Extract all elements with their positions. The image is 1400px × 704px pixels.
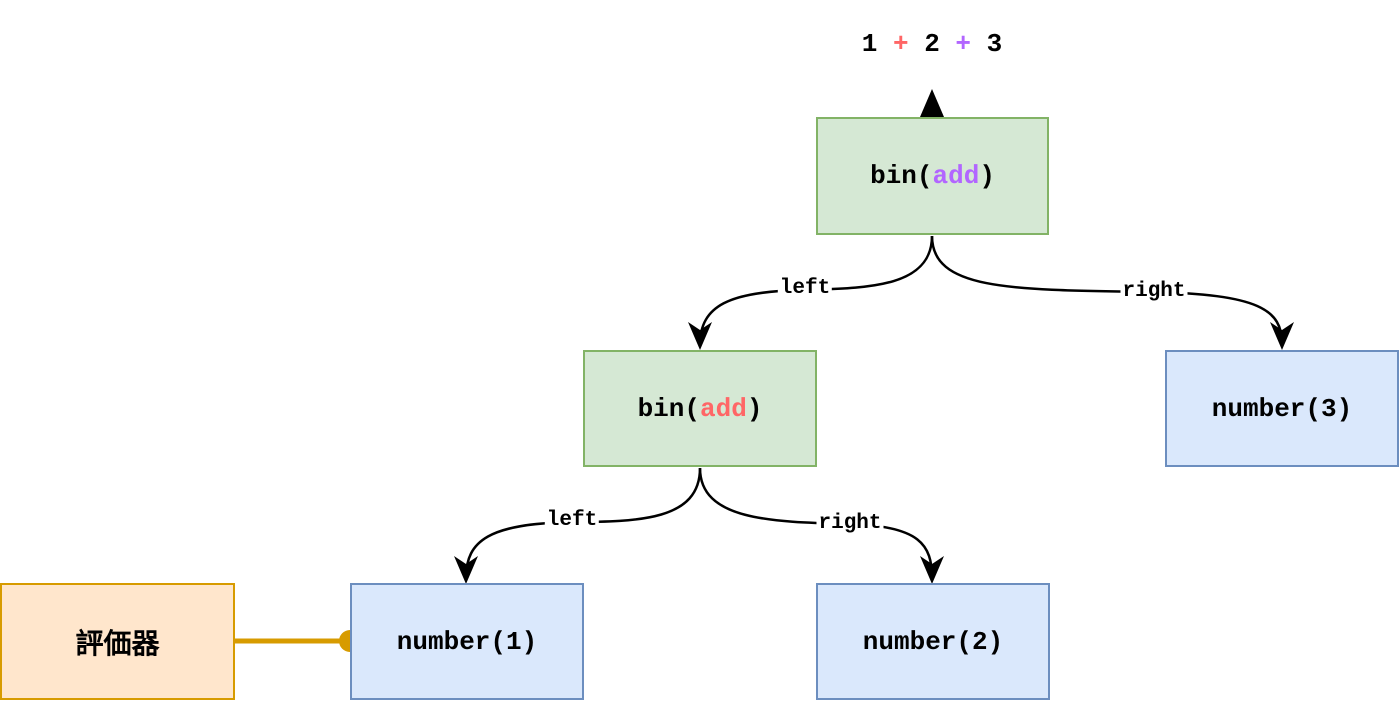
edge-label-root-right: right — [1120, 280, 1188, 303]
node-root-suffix: ) — [979, 161, 995, 191]
expr-op-plus-1: + — [892, 29, 909, 59]
expr-op-plus-2: + — [955, 29, 972, 59]
edge-label-inner-left: left — [544, 509, 600, 532]
node-number-3-label: number(3) — [1211, 393, 1353, 424]
output-arrow-head — [920, 89, 944, 117]
edge-root-right-head — [1270, 322, 1294, 350]
node-root-prefix: bin( — [870, 161, 933, 191]
node-inner-op: add — [700, 393, 747, 424]
node-evaluator: 評価器 — [0, 583, 235, 700]
edge-inner-left-head — [454, 556, 478, 584]
node-root-op: add — [932, 161, 980, 191]
node-number-1-label: number(1) — [396, 626, 538, 657]
expr-term-2: 2 — [924, 29, 940, 59]
node-number-2: number(2) — [816, 583, 1050, 700]
edge-inner-right-head — [920, 556, 944, 584]
node-root-bin-add: bin(add) — [816, 117, 1049, 235]
edge-root-right — [930, 235, 1284, 345]
node-number-1: number(1) — [350, 583, 584, 700]
edge-root-left-head — [688, 322, 712, 350]
node-inner-prefix: bin( — [637, 393, 700, 424]
expr-term-3: 3 — [986, 29, 1003, 59]
edge-label-inner-right: right — [816, 512, 884, 535]
edge-label-root-left: left — [777, 277, 833, 300]
node-number-3: number(3) — [1165, 350, 1399, 467]
node-evaluator-label: 評価器 — [75, 626, 160, 660]
node-number-2-label: number(2) — [862, 626, 1004, 657]
source-expression: 1 + 2 + 3 — [862, 29, 1002, 59]
node-inner-bin-add: bin(add) — [583, 350, 817, 467]
expr-term-1: 1 — [861, 29, 878, 59]
node-inner-suffix: ) — [746, 393, 763, 424]
